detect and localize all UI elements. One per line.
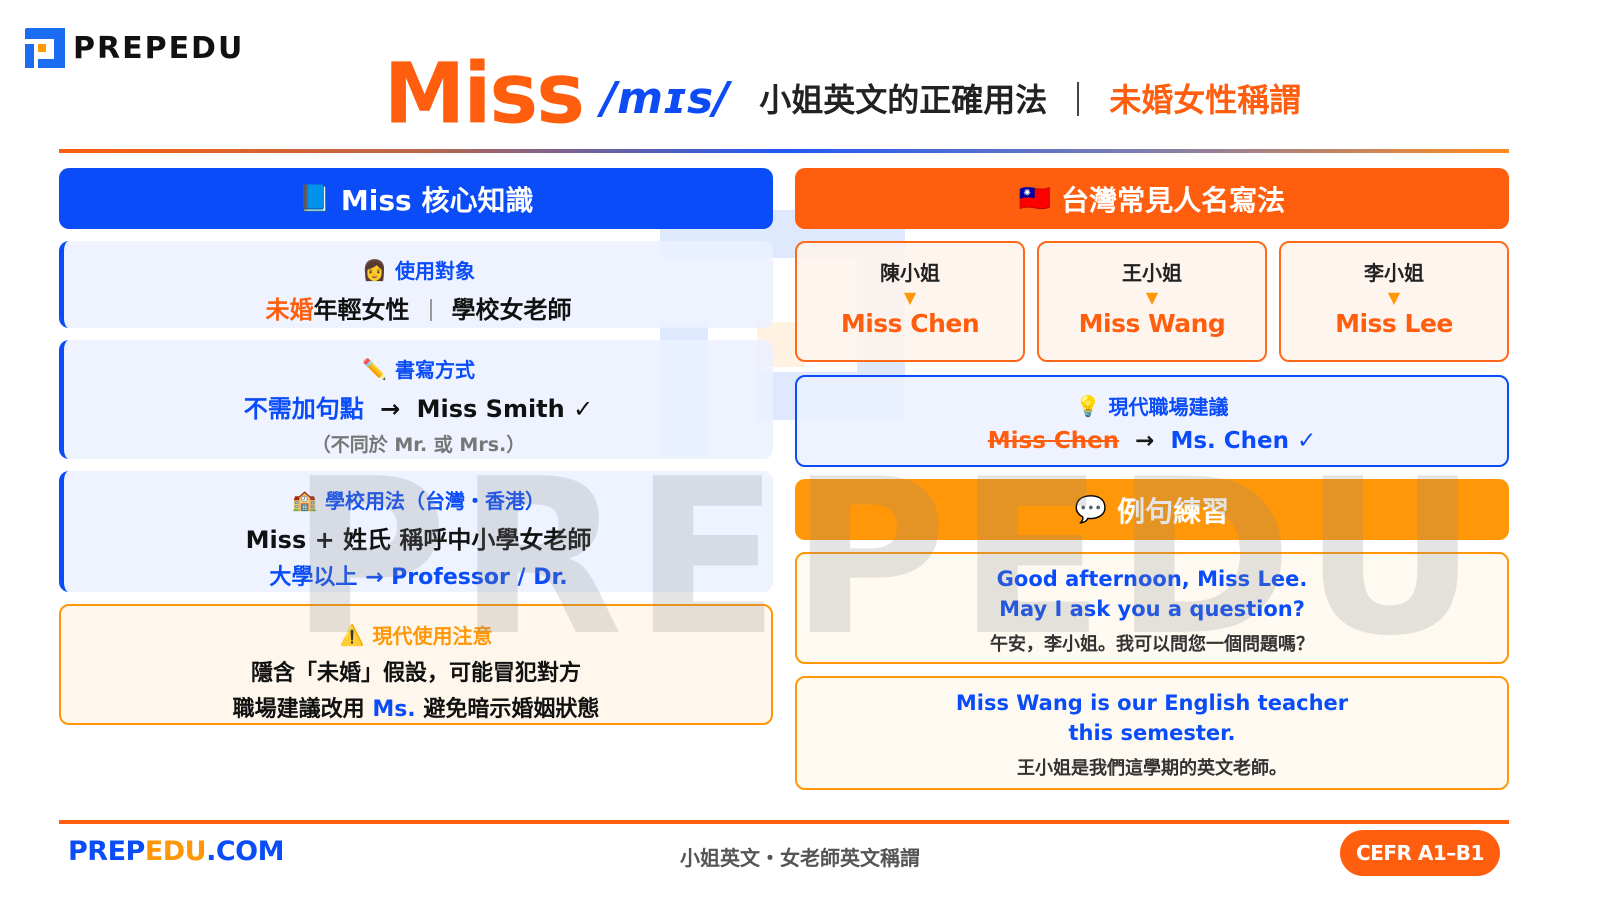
school-usage-card: 🏫 學校用法（台灣・香港） Miss + 姓氏 稱呼中小學女老師 大學以上 → … <box>59 471 773 592</box>
card-title-text: 現代職場建議 <box>1108 395 1229 419</box>
site-part: .COM <box>206 836 284 867</box>
card-title: 🏫 學校用法（台灣・香港） <box>64 485 773 514</box>
arrow-icon: → <box>380 395 401 423</box>
name-zh: 王小姐 <box>1122 261 1182 285</box>
arrow-down-icon: ▼ <box>903 288 917 307</box>
speech-bubble-icon: 💬 <box>1074 494 1108 525</box>
pencil-icon: ✏️ <box>362 356 387 381</box>
name-en: Miss Lee <box>1335 309 1453 338</box>
header-divider <box>59 149 1509 153</box>
divider <box>429 299 432 321</box>
name-en: Miss Wang <box>1078 309 1226 338</box>
card-title: 👩 使用對象 <box>64 255 773 284</box>
banner-label: 台灣常見人名寫法 <box>1061 183 1286 217</box>
site-part: EDU <box>144 836 207 867</box>
logo-text: PREPEDU <box>73 30 245 66</box>
name-en: Miss Chen <box>840 309 980 338</box>
card-title: 💡 現代職場建議 <box>797 391 1507 420</box>
card-note: （不同於 Mr. 或 Mrs.） <box>311 434 526 456</box>
taiwan-names-banner: 🇹🇼 台灣常見人名寫法 <box>795 168 1509 229</box>
name-zh: 李小姐 <box>1364 261 1424 285</box>
body-text: Miss Smith ✓ <box>416 395 594 423</box>
arrow-icon: → <box>1135 428 1155 454</box>
modern-usage-warning-card: ⚠️ 現代使用注意 隱含「未婚」假設，可能冒犯對方 職場建議改用 Ms. 避免暗… <box>59 604 773 725</box>
book-icon: 📘 <box>298 183 331 214</box>
name-card: 王小姐 ▼ Miss Wang <box>1037 241 1267 362</box>
brand-logo[interactable]: PREPEDU <box>25 28 244 68</box>
title-word: Miss <box>383 45 585 143</box>
school-icon: 🏫 <box>292 487 317 512</box>
taiwan-names-column: 🇹🇼 台灣常見人名寫法 陳小姐 ▼ Miss Chen 王小姐 ▼ Miss W… <box>795 168 1509 790</box>
card-title-text: 學校用法（台灣・香港） <box>324 489 545 513</box>
accent-text: 未婚 <box>265 296 314 324</box>
footer-site-link[interactable]: PREPEDU.COM <box>68 836 284 867</box>
usage-target-card: 👩 使用對象 未婚年輕女性 學校女老師 <box>59 241 773 328</box>
core-knowledge-banner: 📘 Miss 核心知識 <box>59 168 773 229</box>
example-en-line: Miss Wang is our English teacher <box>955 691 1349 715</box>
examples-banner: 💬 例句練習 <box>795 479 1509 540</box>
body-text: 職場建議改用 <box>232 697 365 722</box>
workplace-tip-card: 💡 現代職場建議 Miss Chen → Ms. Chen ✓ <box>795 375 1509 467</box>
card-title-text: 使用對象 <box>394 259 475 283</box>
taiwan-flag-icon: 🇹🇼 <box>1018 183 1052 214</box>
card-title: ✏️ 書寫方式 <box>64 354 773 383</box>
warning-line-1: 隱含「未婚」假設，可能冒犯對方 <box>250 661 581 686</box>
example-zh: 午安，李小姐。我可以問您一個問題嗎？ <box>990 634 1314 655</box>
card-body: 未婚年輕女性 學校女老師 <box>64 290 773 325</box>
phonetic: /mɪs/ <box>601 73 730 124</box>
page-title: Miss /mɪs/ 小姐英文的正確用法 未婚女性稱謂 <box>0 52 1600 137</box>
example-en-line: May I ask you a question? <box>999 597 1305 621</box>
body-text-2: 學校女老師 <box>451 296 572 324</box>
woman-icon: 👩 <box>362 257 387 282</box>
cefr-level-badge: CEFR A1–B1 <box>1340 830 1500 876</box>
card-body-accent: 大學以上 → Professor / Dr. <box>269 565 568 590</box>
arrow-down-icon: ▼ <box>1145 288 1159 307</box>
name-examples: 陳小姐 ▼ Miss Chen 王小姐 ▼ Miss Wang 李小姐 ▼ Mi… <box>795 241 1509 362</box>
accent-text: Ms. <box>372 697 416 722</box>
card-body: 不需加句點 → Miss Smith ✓ <box>64 389 773 424</box>
example-en-line: this semester. <box>1068 721 1236 745</box>
accent-text: 不需加句點 <box>243 395 364 423</box>
warning-line-2: 職場建議改用 Ms. 避免暗示婚姻狀態 <box>61 691 771 723</box>
old-form: Miss Chen <box>987 428 1120 454</box>
card-body: Miss + 姓氏 稱呼中小學女老師 <box>245 526 592 554</box>
footer-caption: 小姐英文・女老師英文稱謂 <box>680 846 920 870</box>
name-card: 李小姐 ▼ Miss Lee <box>1279 241 1509 362</box>
example-card: Miss Wang is our English teacher this se… <box>795 676 1509 790</box>
writing-style-card: ✏️ 書寫方式 不需加句點 → Miss Smith ✓ （不同於 Mr. 或 … <box>59 340 773 459</box>
card-title-text: 書寫方式 <box>394 358 475 382</box>
footer-divider <box>59 820 1509 824</box>
body-text: 年輕女性 <box>313 296 410 324</box>
subtitle-accent: 未婚女性稱謂 <box>1109 80 1302 119</box>
card-title: ⚠️ 現代使用注意 <box>61 620 771 649</box>
title-divider <box>1077 81 1080 116</box>
banner-label: 例句練習 <box>1117 494 1230 528</box>
name-zh: 陳小姐 <box>880 261 940 285</box>
arrow-down-icon: ▼ <box>1387 288 1401 307</box>
site-part: PREP <box>68 836 145 867</box>
banner-label: Miss 核心知識 <box>340 183 534 217</box>
tip-body: Miss Chen → Ms. Chen ✓ <box>797 428 1507 454</box>
example-zh: 王小姐是我們這學期的英文老師。 <box>1017 758 1287 779</box>
example-en-line: Good afternoon, Miss Lee. <box>996 567 1308 591</box>
body-text-2: 避免暗示婚姻狀態 <box>423 697 600 722</box>
core-knowledge-column: 📘 Miss 核心知識 👩 使用對象 未婚年輕女性 學校女老師 ✏️ 書寫方式 不… <box>59 168 773 725</box>
warning-icon: ⚠️ <box>339 622 365 647</box>
new-form: Ms. Chen ✓ <box>1170 428 1317 454</box>
subtitle: 小姐英文的正確用法 <box>759 80 1048 119</box>
example-card: Good afternoon, Miss Lee. May I ask you … <box>795 552 1509 664</box>
logo-mark-icon <box>25 28 65 68</box>
card-title-text: 現代使用注意 <box>372 624 493 648</box>
name-card: 陳小姐 ▼ Miss Chen <box>795 241 1025 362</box>
lightbulb-icon: 💡 <box>1075 393 1101 418</box>
